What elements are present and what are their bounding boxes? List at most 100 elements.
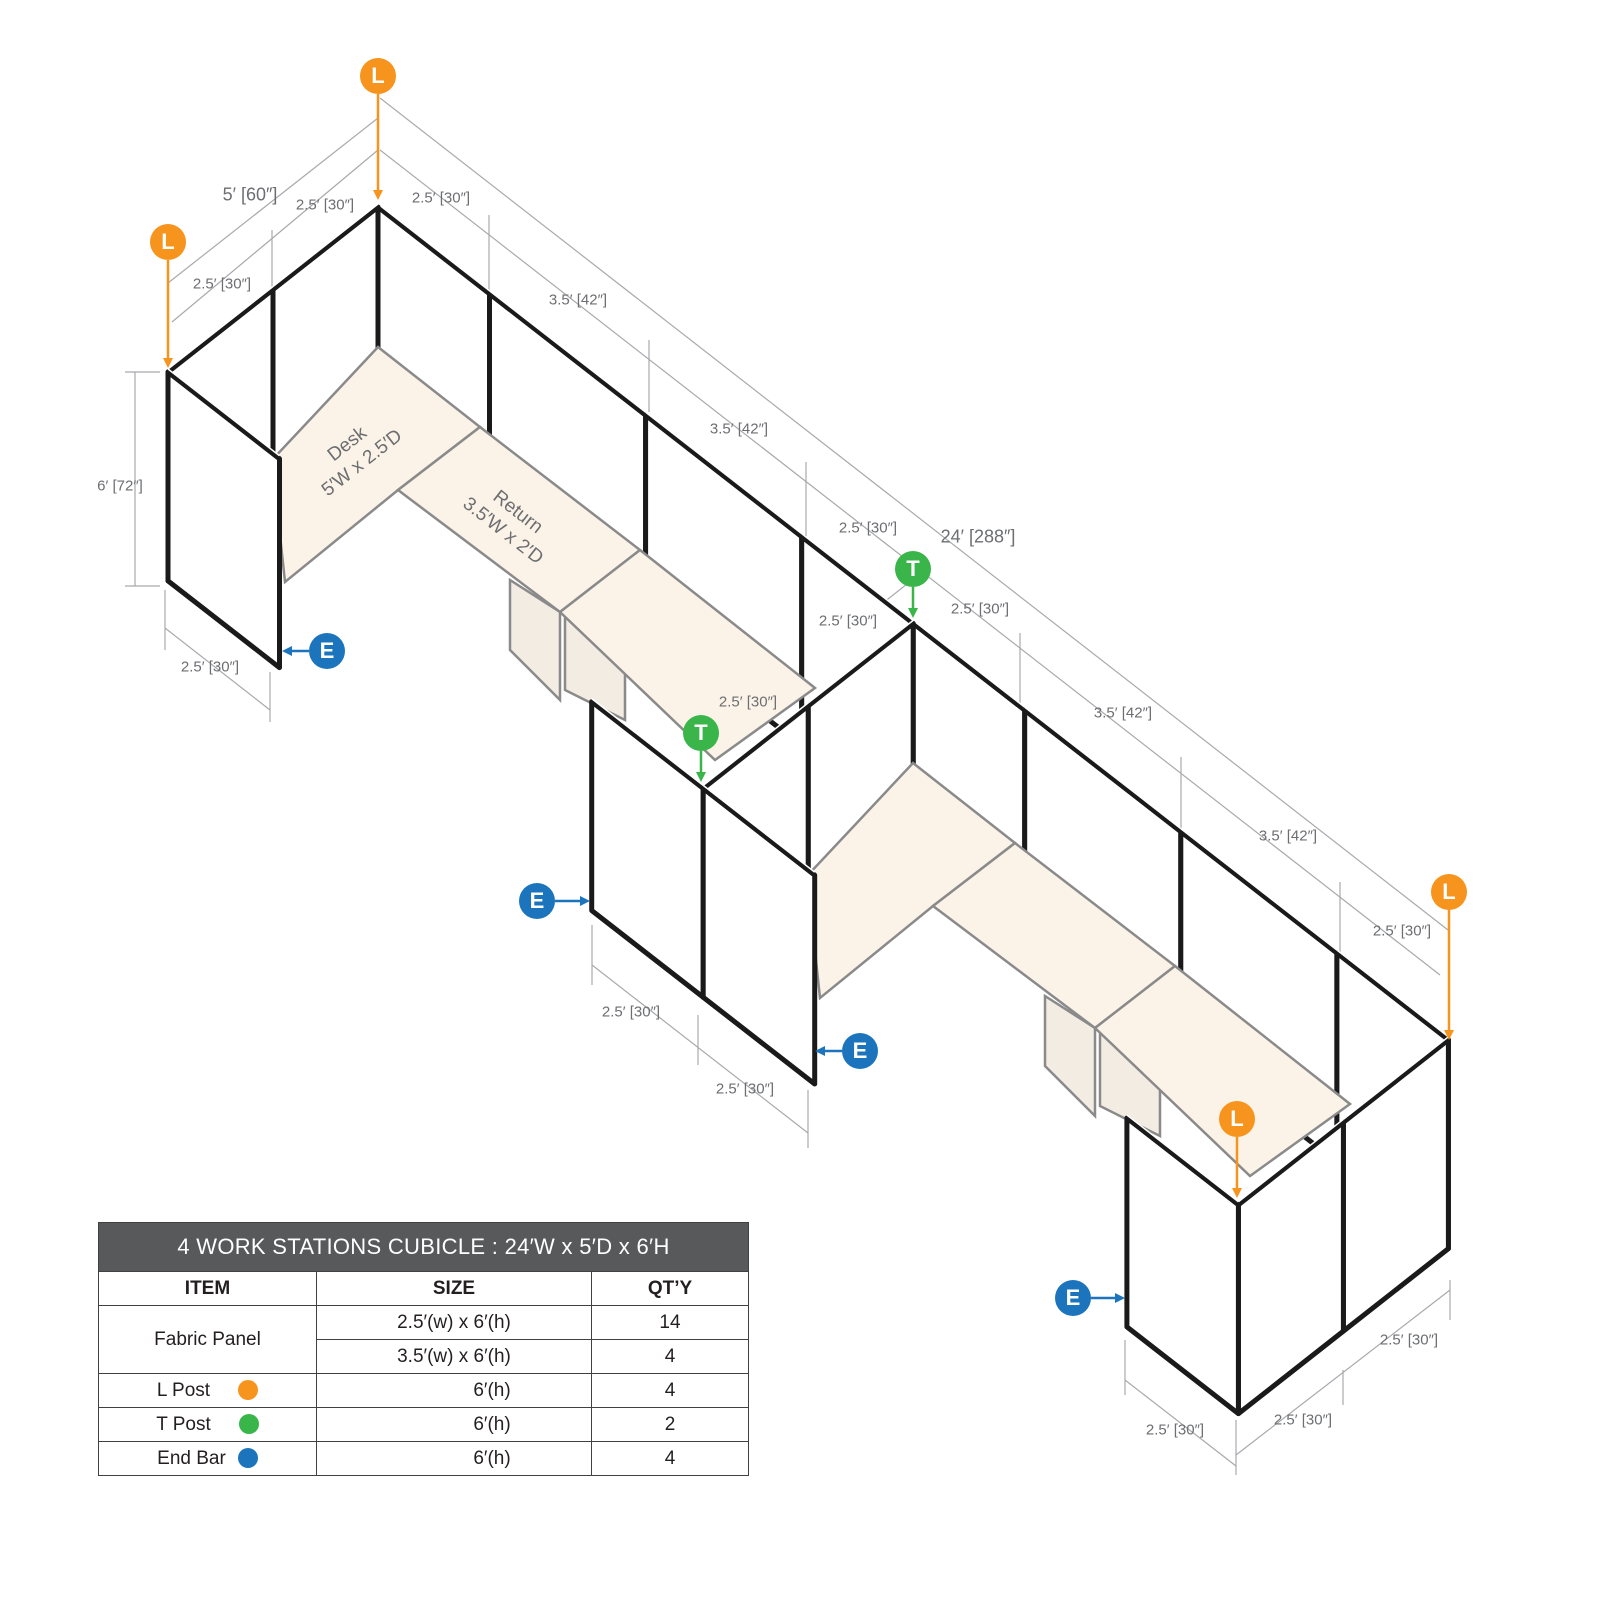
dimension-label: 2.5′ [30″]: [601, 1003, 661, 1021]
panel-top-highlight: [801, 533, 914, 621]
dimension-label: 2.5′ [30″]: [715, 1080, 775, 1098]
panel-top-highlight: [272, 203, 379, 288]
dimension-label: 3.5′ [42″]: [548, 291, 608, 309]
arrowhead-icon: [163, 358, 173, 368]
panel-top-highlight: [702, 784, 816, 873]
col-item: ITEM: [98, 1271, 317, 1306]
col-size: SIZE: [316, 1271, 592, 1306]
front-fabric-panel: [165, 369, 282, 671]
item-label: T Post: [156, 1413, 211, 1435]
end-bar-marker: E: [309, 633, 345, 669]
cubicle-geometry: [165, 203, 1451, 1417]
dimension-lines: [125, 97, 1451, 1475]
dimension-label: 2.5′ [30″]: [192, 275, 252, 293]
t-post-marker: T: [683, 715, 719, 751]
arrowhead-icon: [1115, 1293, 1125, 1303]
front-fabric-panel: [589, 699, 706, 1000]
l-post-marker: L: [150, 224, 186, 260]
arrowhead-icon: [696, 772, 706, 782]
t-post-dot-icon: [238, 1414, 259, 1435]
table-row: Fabric Panel 2.5′(w) x 6′(h) 14: [98, 1305, 749, 1374]
size-cell: 6′(h): [316, 1407, 592, 1442]
end-bar-marker: E: [842, 1033, 878, 1069]
desk-surface: [270, 345, 483, 585]
qty-cell: 4: [591, 1339, 749, 1374]
dimension-label: 3.5′ [42″]: [709, 420, 769, 438]
arrowhead-icon: [580, 896, 590, 906]
table-row: T Post 6′(h) 2: [98, 1407, 749, 1442]
dimension-label: 24′ [288″]: [940, 526, 1016, 547]
qty-cell: 4: [591, 1441, 749, 1476]
dimension-label: 2.5′ [30″]: [1273, 1411, 1333, 1429]
panel-top-highlight: [1180, 828, 1338, 951]
table-row: 3.5′(w) x 6′(h) 4: [99, 1339, 749, 1374]
panel-top-highlight: [591, 698, 704, 786]
qty-cell: 2: [591, 1407, 749, 1442]
panel-top-highlight: [167, 368, 280, 457]
dimension-label: 2.5′ [30″]: [1372, 922, 1432, 940]
size-cell: 6′(h): [316, 1441, 592, 1476]
panel-top-highlight: [1237, 1118, 1344, 1203]
dimension-label: 5′ [60″]: [222, 184, 278, 205]
panel-top-highlight: [377, 203, 490, 292]
dimension-label: 2.5′ [30″]: [718, 693, 778, 711]
qty-cell: 14: [591, 1305, 749, 1340]
post-arrows: [163, 94, 1454, 1303]
arrowhead-icon: [282, 646, 292, 656]
front-fabric-panel: [1124, 1115, 1241, 1417]
dimension-label: 2.5′ [30″]: [950, 600, 1010, 618]
l-post-marker: L: [1431, 874, 1467, 910]
end-bar-dot-icon: [237, 1448, 258, 1469]
dimension-label: 2.5′ [30″]: [818, 612, 878, 630]
panel-top-highlight: [1126, 1114, 1239, 1203]
end-bar-marker: E: [1055, 1280, 1091, 1316]
l-post-dot-icon: [238, 1380, 259, 1401]
dimension-label: 2.5′ [30″]: [1145, 1421, 1205, 1439]
dimension-label: 3.5′ [42″]: [1258, 827, 1318, 845]
dimension-label: 2.5′ [30″]: [1379, 1331, 1439, 1349]
dimension-label: 6′ [72″]: [97, 477, 143, 495]
item-cell: Fabric Panel: [98, 1305, 317, 1374]
qty-cell: 4: [591, 1373, 749, 1408]
size-cell: 2.5′(w) x 6′(h): [316, 1305, 592, 1340]
return-surface: [1093, 964, 1353, 1178]
item-cell: T Post: [98, 1407, 317, 1442]
panel-top-highlight: [1024, 706, 1182, 830]
table-row: End Bar 6′(h) 4: [98, 1441, 749, 1476]
bill-of-materials-table: 4 WORK STATIONS CUBICLE : 24′W x 5′D x 6…: [98, 1222, 749, 1476]
l-post-marker: L: [360, 58, 396, 94]
dimension-label: 2.5′ [30″]: [838, 519, 898, 537]
panel-top-highlight: [645, 411, 803, 535]
panel-top-highlight: [167, 285, 274, 370]
end-bar-marker: E: [519, 883, 555, 919]
item-cell: L Post: [98, 1373, 317, 1408]
arrowhead-icon: [373, 190, 383, 200]
dim-line-overall-width: [379, 97, 1449, 931]
panel-top-highlight: [1342, 1036, 1449, 1120]
l-post-marker: L: [1219, 1101, 1255, 1137]
table-row: L Post 6′(h) 4: [98, 1373, 749, 1408]
arrowhead-icon: [1444, 1030, 1454, 1040]
panel-top-highlight: [807, 619, 914, 704]
t-post-marker: T: [895, 551, 931, 587]
dimension-label: 2.5′ [30″]: [180, 658, 240, 676]
drawer-pedestal: [1043, 993, 1097, 1120]
front-fabric-panel: [700, 785, 818, 1087]
panel-top-highlight: [702, 702, 809, 786]
item-cell: End Bar: [98, 1441, 317, 1476]
arrowhead-icon: [908, 608, 918, 618]
col-qty: QT’Y: [591, 1271, 749, 1306]
panel-top-highlight: [1336, 949, 1449, 1038]
return-surface: [558, 548, 818, 762]
arrowhead-icon: [815, 1046, 825, 1056]
dimension-label: 2.5′ [30″]: [411, 189, 471, 207]
table-title: 4 WORK STATIONS CUBICLE : 24′W x 5′D x 6…: [98, 1222, 749, 1272]
dimension-label: 2.5′ [30″]: [295, 196, 355, 214]
arrowhead-icon: [1232, 1188, 1242, 1198]
panel-top-highlight: [489, 290, 647, 413]
panel-top-highlight: [912, 619, 1026, 708]
size-cell: 6′(h): [316, 1373, 592, 1408]
dim-line-depth: [167, 117, 379, 284]
